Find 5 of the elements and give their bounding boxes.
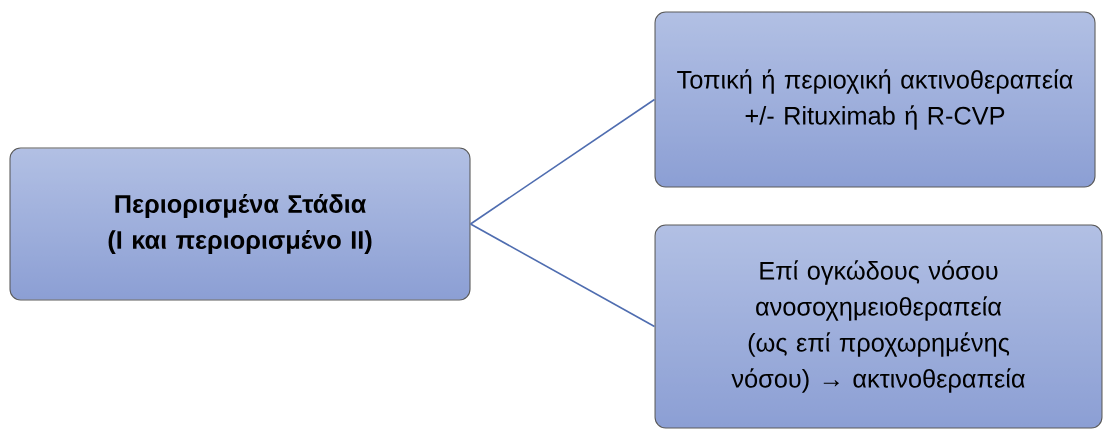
connector-line (469, 223, 656, 328)
process-box: Τοπική ή περιοχική ακτινοθεραπεία +/- Rituximab ή R-CVP (654, 11, 1096, 188)
process-box: Επί ογκώδους νόσου ανοσοχημειοθεραπεία (ως επί προχωρημένης νόσου) → ακτινοθεραπεία (654, 224, 1103, 429)
connector-line (469, 98, 656, 225)
process-box: Περιορισμένα Στάδια (Ι και περιορισμένο ΙΙ) (9, 147, 471, 301)
